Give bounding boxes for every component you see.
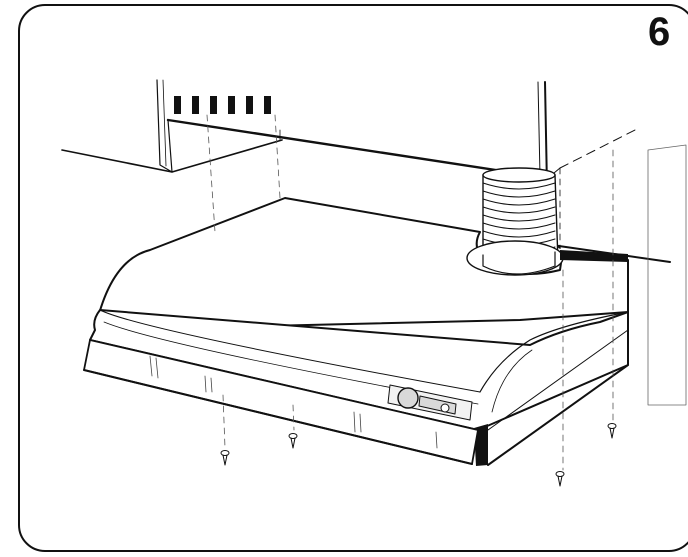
wall-cabinet (61, 79, 550, 180)
control-knob (387, 384, 473, 421)
screw (555, 471, 565, 487)
screw (607, 423, 617, 439)
step-number: 6 (648, 10, 671, 54)
guide-lines (206, 114, 614, 471)
screw (220, 450, 230, 466)
screw (288, 433, 298, 449)
mounting-marks (174, 96, 271, 114)
range-hood (83, 197, 629, 466)
screws (220, 423, 617, 487)
